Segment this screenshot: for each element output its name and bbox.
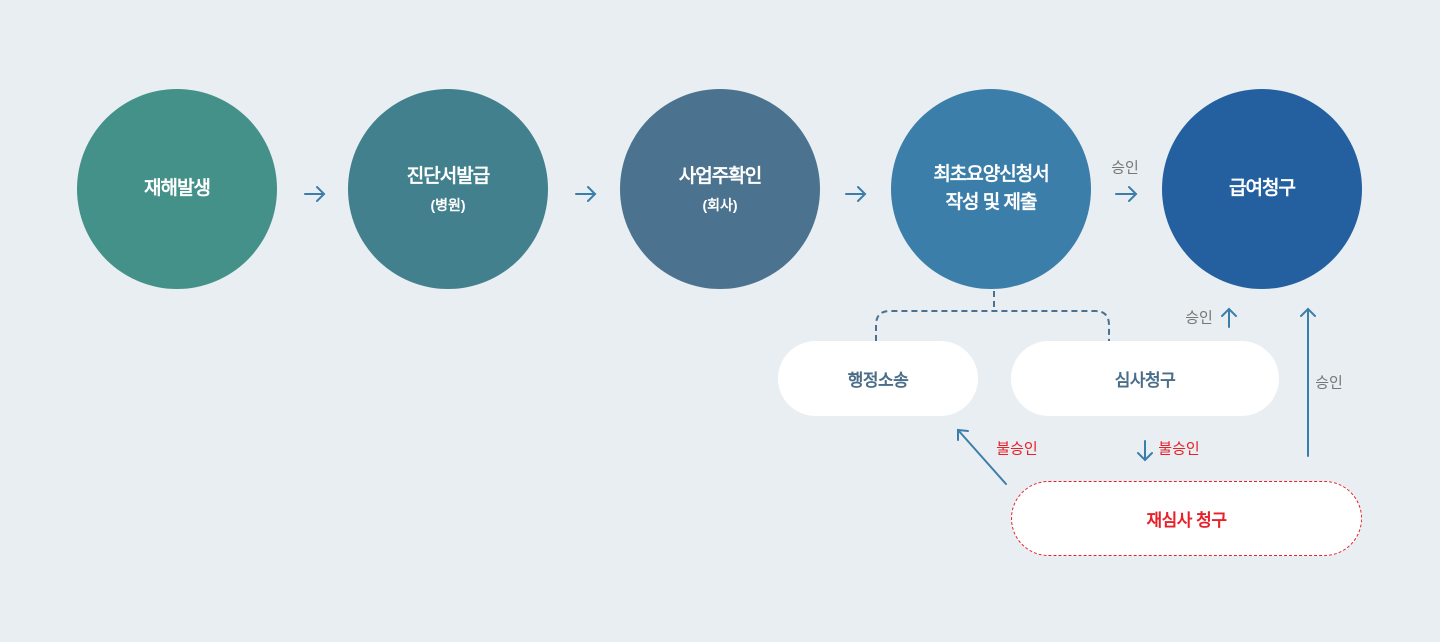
arrow-up-long-icon bbox=[1300, 307, 1316, 457]
step-accident: 재해발생 bbox=[77, 89, 277, 289]
step-employer-confirm: 사업주확인 (회사) bbox=[620, 89, 820, 289]
step-diagnosis: 진단서발급 (병원) bbox=[348, 89, 548, 289]
reject-label: 불승인 bbox=[996, 440, 1038, 458]
review-label: 심사청구 bbox=[1114, 371, 1176, 390]
arrow-right-icon bbox=[575, 186, 597, 202]
arrow-right-icon bbox=[304, 186, 326, 202]
step-title: 최초요양신청서 bbox=[933, 164, 1049, 185]
rereview-label: 재심사 청구 bbox=[1146, 511, 1227, 530]
approve-label: 승인 bbox=[1315, 374, 1343, 392]
step-sub: (병원) bbox=[430, 197, 466, 213]
step-title: 사업주확인 bbox=[678, 166, 762, 187]
step-title-line2: 작성 및 제출 bbox=[945, 192, 1038, 213]
step-benefit-claim: 급여청구 bbox=[1162, 89, 1362, 289]
step-title: 급여청구 bbox=[1229, 178, 1296, 199]
approve-label: 승인 bbox=[1185, 309, 1213, 327]
lawsuit-box: 행정소송 bbox=[778, 341, 978, 416]
arrow-diagonal-icon bbox=[957, 428, 1007, 485]
arrow-right-icon bbox=[1115, 186, 1138, 202]
lawsuit-label: 행정소송 bbox=[847, 371, 909, 390]
dashed-branch-connector bbox=[875, 291, 1110, 341]
step-title: 진단서발급 bbox=[406, 166, 490, 187]
rereview-box: 재심사 청구 bbox=[1011, 481, 1362, 556]
arrow-down-icon bbox=[1137, 440, 1153, 462]
step-title: 재해발생 bbox=[144, 178, 211, 199]
reject-label: 불승인 bbox=[1158, 440, 1200, 458]
approve-label: 승인 bbox=[1111, 159, 1139, 177]
arrow-right-icon bbox=[845, 186, 867, 202]
review-box: 심사청구 bbox=[1011, 341, 1279, 416]
step-sub: (회사) bbox=[702, 197, 738, 213]
arrow-up-icon bbox=[1221, 307, 1237, 328]
